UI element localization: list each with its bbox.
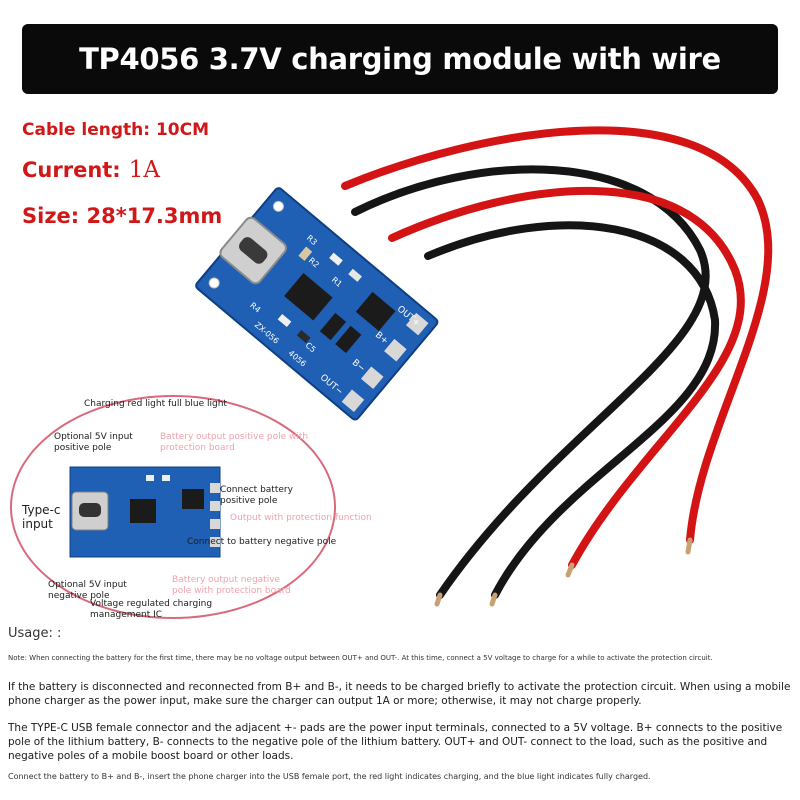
usage-paragraph-1: If the battery is disconnected and recon… [8,681,791,707]
annotated-diagram: Charging red light full blue light Optio… [10,395,372,620]
anno-voltage-regulated-ic: Voltage regulated charging management IC [90,599,213,620]
anno-optional-5v-negative: Optional 5V input negative pole [48,580,127,601]
wire-red-b-minus [388,186,745,569]
wire-tip-3 [565,562,575,578]
anno-connect-battery-positive: Connect battery positive pole [220,485,293,506]
diagram-board [69,466,221,558]
wire-tip-1 [685,537,693,555]
wire-tip-2 [434,592,443,607]
anno-battery-output-positive: Battery output positive pole with protec… [160,432,309,453]
wire-black-b-plus [351,165,710,599]
anno-battery-output-negative: Battery output negative pole with protec… [172,575,291,596]
anno-optional-5v-positive: Optional 5V input positive pole [54,432,133,453]
current-spec: Current: 1A [22,157,160,183]
usage-heading: Usage: : [8,626,62,641]
current-label: Current: [22,158,121,182]
charger-ic [284,273,333,321]
protection-ic [355,291,396,332]
wire-red-out-plus [341,126,773,544]
usage-paragraph-2: The TYPE-C USB female connector and the … [8,722,783,762]
anno-output-protection: Output with protection function [230,513,372,523]
wire-black-out-minus [424,221,720,599]
title-banner: TP4056 3.7V charging module with wire [22,24,778,94]
size-spec: Size: 28*17.3mm [22,204,223,228]
anno-charging-light: Charging red light full blue light [84,399,227,409]
anno-connect-battery-negative: Connect to battery negative pole [187,537,337,547]
current-value: 1A [128,157,160,183]
page-title: TP4056 3.7V charging module with wire [79,42,721,76]
usage-paragraph-3: Connect the battery to B+ and B-, insert… [8,772,651,781]
wire-tip-4 [489,592,498,607]
anno-typec-input: Type-c input [22,503,61,531]
usage-note: Note: When connecting the battery for th… [8,654,713,662]
cable-length-spec: Cable length: 10CM [22,120,210,140]
